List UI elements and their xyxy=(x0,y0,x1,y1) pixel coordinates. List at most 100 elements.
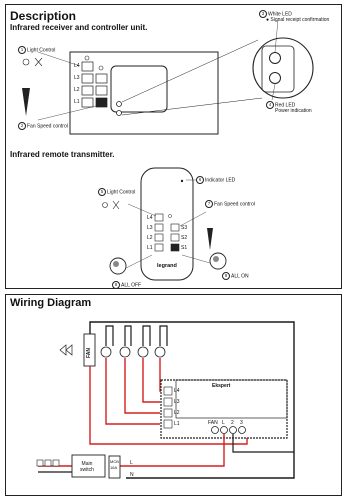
magnified-panel xyxy=(261,45,295,93)
receiver-light-button[interactable] xyxy=(81,73,94,84)
controller-box xyxy=(160,379,288,439)
bulb-icon xyxy=(154,346,166,358)
neutral-supply-wire xyxy=(232,434,294,453)
led-magnifier xyxy=(252,37,314,99)
zoom-line xyxy=(121,97,263,116)
remote-brand-logo: legrand xyxy=(157,263,177,269)
receiver-fan-button[interactable] xyxy=(95,97,108,108)
indicator-led xyxy=(180,179,184,183)
magnified-red-led xyxy=(269,72,281,84)
remote-speed-button[interactable] xyxy=(170,223,180,232)
input-terminal xyxy=(238,426,246,434)
output-terminal xyxy=(163,419,173,429)
terminal-label: L xyxy=(222,420,225,426)
remote-light-button[interactable] xyxy=(154,233,164,242)
remote-button-label: L3 xyxy=(147,225,153,231)
remote-light-button[interactable] xyxy=(154,213,164,222)
receiver-buttons xyxy=(81,61,108,108)
white-led xyxy=(116,101,122,107)
l3-wire xyxy=(142,358,160,403)
receiver-title: Infrared receiver and controller unit. xyxy=(10,23,148,32)
remote-button-label: L4 xyxy=(147,215,153,221)
magnified-white-led xyxy=(269,52,281,64)
receiver-light-button[interactable] xyxy=(81,85,94,96)
receiver-fan-button[interactable] xyxy=(95,85,108,96)
receiver-light-button[interactable] xyxy=(81,61,94,72)
red-led-detail: Power indication xyxy=(275,108,312,114)
fan-icon xyxy=(98,65,104,71)
transmitter-title: Infrared remote transmitter. xyxy=(10,150,115,159)
terminal-label: 3 xyxy=(240,420,243,426)
fan-icon xyxy=(168,214,172,218)
supply-terminal xyxy=(44,459,52,467)
red-led xyxy=(116,110,122,116)
receiver-light-button[interactable] xyxy=(81,97,94,108)
remote-light-button[interactable] xyxy=(154,243,164,252)
bulb-icon xyxy=(119,346,131,358)
zoom-line xyxy=(121,39,259,103)
remote-button-label: L2 xyxy=(147,235,153,241)
controller-inner xyxy=(175,379,288,419)
remote-speed-label: S2 xyxy=(181,235,188,241)
bulb-icon xyxy=(22,58,30,66)
terminal-label: FAN xyxy=(208,420,218,426)
output-terminal xyxy=(163,397,173,407)
leader-line xyxy=(179,211,207,227)
output-label-l4: L4 xyxy=(174,388,180,394)
light-off-icon xyxy=(112,200,120,210)
supply-terminal xyxy=(52,459,60,467)
output-label-l3: L3 xyxy=(174,399,180,405)
neutral-label: N xyxy=(130,472,134,478)
leader-line xyxy=(37,51,81,67)
all-on-button[interactable] xyxy=(213,256,219,262)
bulbs xyxy=(100,346,166,358)
bulb-icon xyxy=(100,346,112,358)
mcb xyxy=(108,455,121,479)
bulb-neutral-wire xyxy=(105,325,168,346)
live-supply-wire xyxy=(120,434,225,467)
remote-button-label: L1 xyxy=(147,245,153,251)
l2-wire xyxy=(124,358,160,414)
remote-light-button[interactable] xyxy=(154,223,164,232)
remote-speed-label: S1 xyxy=(181,245,188,251)
bulb-icon xyxy=(102,202,108,208)
controller-label: Ekspert xyxy=(212,383,231,389)
remote-speed-button[interactable] xyxy=(170,233,180,242)
leader-line xyxy=(271,83,276,101)
input-terminal xyxy=(220,426,228,434)
light-off-icon xyxy=(34,57,43,67)
output-terminal xyxy=(163,408,173,418)
phase-label: L xyxy=(130,460,133,466)
bulb-icon xyxy=(137,346,149,358)
output-terminal xyxy=(163,386,173,396)
fan-icon xyxy=(26,75,30,80)
leader-line xyxy=(274,19,279,53)
remote-buttons xyxy=(154,213,180,252)
fan-icon xyxy=(59,344,73,356)
l1-wire xyxy=(105,358,160,425)
input-terminal xyxy=(211,426,219,434)
fan-label: FAN xyxy=(86,348,92,358)
receiver-fan-button[interactable] xyxy=(95,73,108,84)
left-pictograms xyxy=(22,57,43,116)
leader-line xyxy=(181,254,211,264)
leader-line xyxy=(37,105,97,121)
output-label-l1: L1 xyxy=(174,421,180,427)
leader-line xyxy=(125,254,153,269)
receiver-button-label: L1 xyxy=(74,99,80,105)
remote-speed-button[interactable] xyxy=(170,243,180,252)
speed-triangle-icon xyxy=(207,228,213,250)
input-terminal xyxy=(229,426,237,434)
all-off-button[interactable] xyxy=(113,261,119,267)
bulb-icon xyxy=(84,55,90,61)
fan-icon xyxy=(204,217,208,222)
